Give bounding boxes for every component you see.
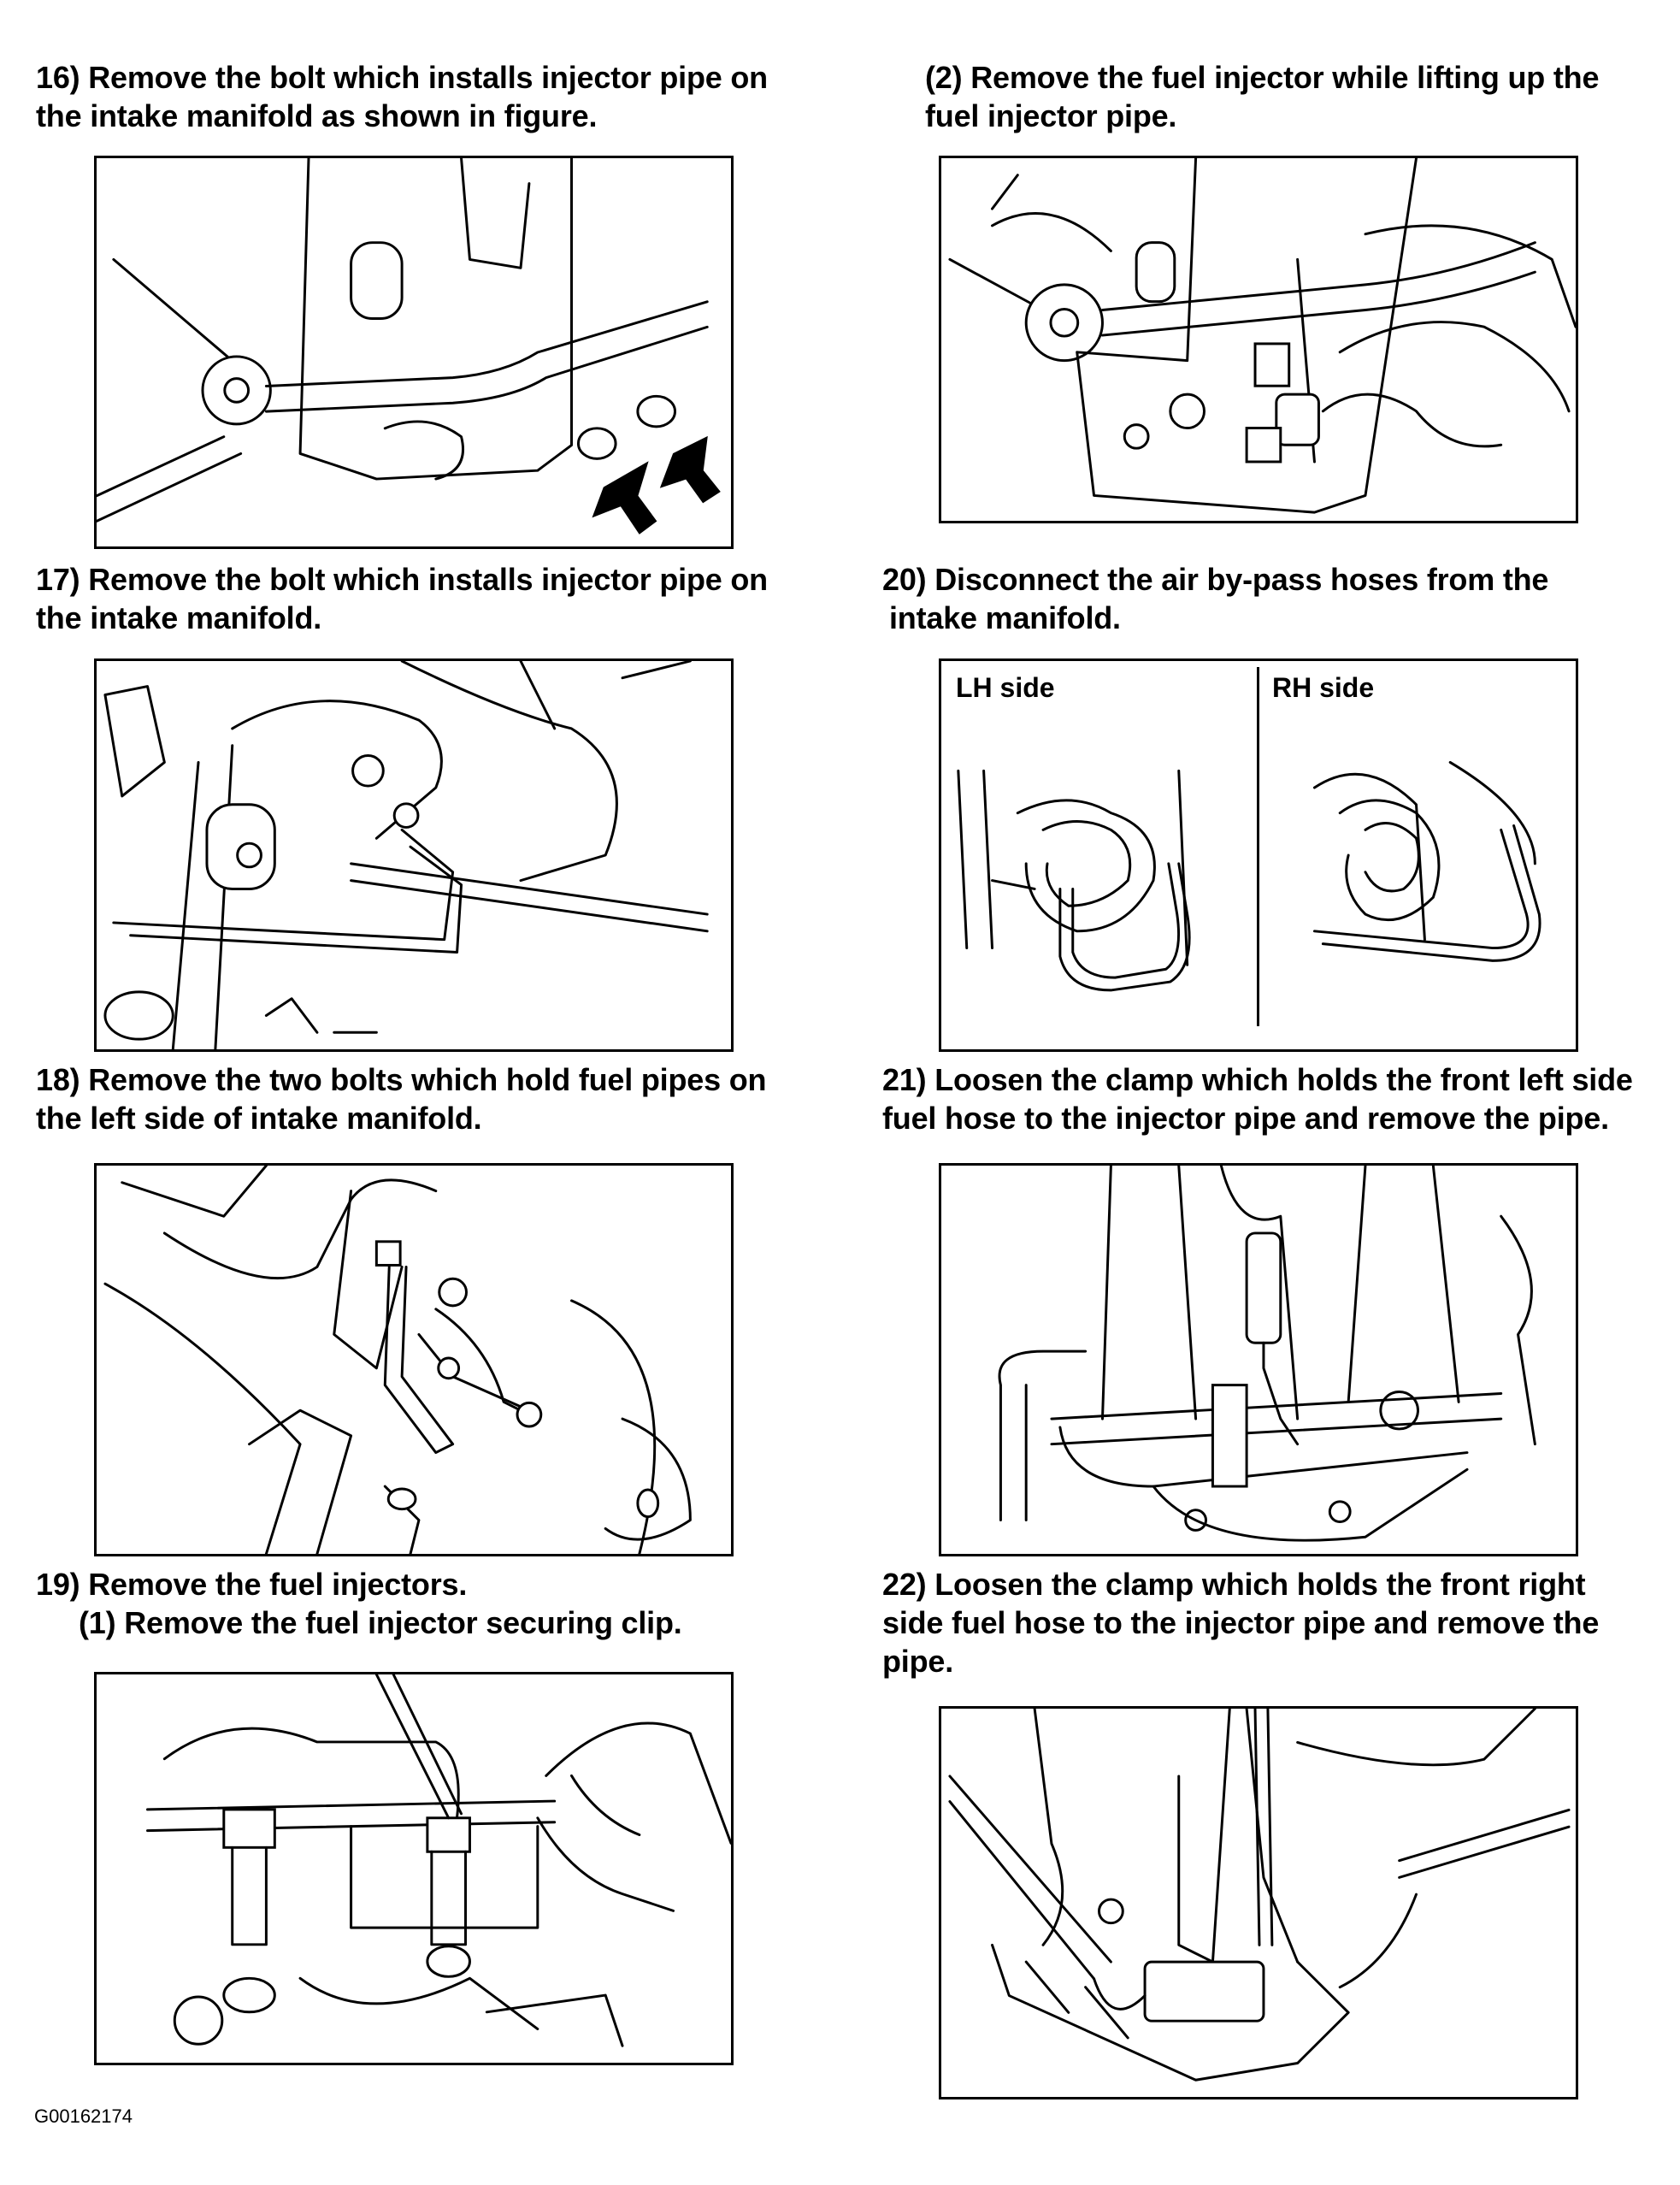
step-18-text: 18) Remove the two bolts which hold fuel… <box>36 1062 767 1136</box>
step-20-text: 20) Disconnect the air by-pass hoses fro… <box>882 562 1549 635</box>
arrow-icon <box>592 461 657 534</box>
figure-22-front-right-fuel-hose <box>939 1706 1578 2099</box>
step-21-text: 21) Loosen the clamp which holds the fro… <box>882 1062 1633 1136</box>
figure-16-injector-pipe-bolt <box>94 156 734 549</box>
step-19-text: 19) Remove the fuel injectors. (1) Remov… <box>36 1567 682 1640</box>
figure-21-front-left-fuel-hose <box>939 1163 1578 1556</box>
step-22-text: 22) Loosen the clamp which holds the fro… <box>882 1567 1600 1679</box>
figure-18-fuel-pipe-bolts <box>94 1163 734 1556</box>
step-19-2-text: (2) Remove the fuel injector while lifti… <box>925 60 1600 133</box>
lh-side-label: LH side <box>956 672 1055 703</box>
step-17-text: 17) Remove the bolt which installs injec… <box>36 562 768 635</box>
figure-19-1-securing-clip <box>94 1672 734 2065</box>
figure-17-injector-pipe-bolt <box>94 658 734 1052</box>
figure-19-2-remove-injector <box>939 156 1578 523</box>
rh-side-label: RH side <box>1272 672 1375 703</box>
figure-20-divider <box>1257 667 1259 1026</box>
arrow-icon <box>659 435 721 504</box>
step-16-text: 16) Remove the bolt which installs injec… <box>36 60 768 133</box>
reference-code: G00162174 <box>34 2105 133 2127</box>
